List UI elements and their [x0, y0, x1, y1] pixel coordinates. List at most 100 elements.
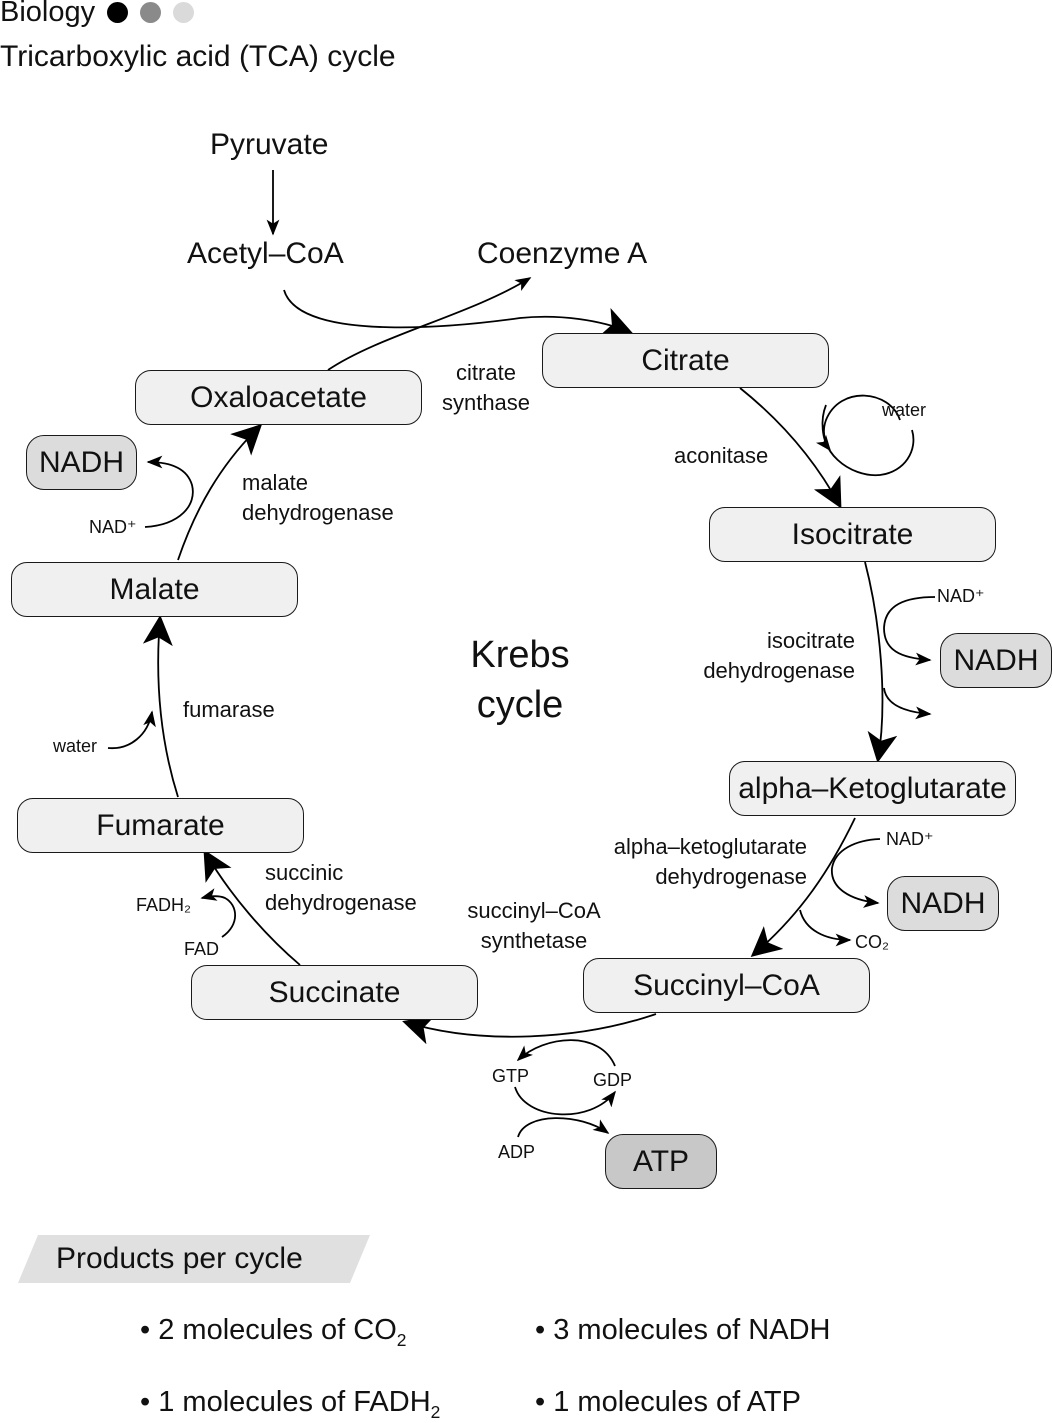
- enzyme-line: isocitrate: [766, 628, 855, 653]
- enzyme-line: citrate: [456, 360, 516, 385]
- product-item: • 3 molecules of NADH: [535, 1314, 831, 1346]
- enzyme-line: dehydrogenase: [265, 890, 417, 915]
- node-malate: Malate: [11, 562, 298, 617]
- enzyme-fumarase: fumarase: [183, 697, 275, 722]
- enzyme-line: dehydrogenase: [655, 864, 807, 889]
- enzyme-aconitase: aconitase: [674, 443, 769, 468]
- node-fumarate: Fumarate: [17, 798, 304, 853]
- nadh-label: NADH: [953, 643, 1039, 677]
- node-alpha-ketoglutarate: alpha–Ketoglutarate: [729, 761, 1016, 816]
- enzyme-line: succinyl–CoA: [467, 898, 601, 923]
- center-label-line1: Krebs: [470, 634, 570, 676]
- product-count: 1: [158, 1386, 175, 1418]
- arrow-akg-to-succinyl-coa: [750, 817, 856, 957]
- node-malate-label: Malate: [109, 572, 200, 606]
- arrow-gdp-to-gtp: [516, 1039, 616, 1067]
- coenzyme-a-label: Coenzyme A: [477, 237, 648, 270]
- nadh-label: NADH: [38, 445, 124, 479]
- node-succinate-label: Succinate: [268, 975, 401, 1009]
- arrow-isocitrate-to-akg: [864, 561, 898, 763]
- product-molecule: ATP: [746, 1386, 801, 1418]
- center-label-line2: cycle: [476, 684, 564, 726]
- enzyme-succinic-dehydrogenase: succinic dehydrogenase: [265, 858, 417, 918]
- product-molecule: CO: [353, 1314, 397, 1346]
- cofactor-fadh2: FADH₂: [136, 895, 191, 915]
- enzyme-line: dehydrogenase: [703, 658, 855, 683]
- product-molecule: FADH: [353, 1386, 431, 1418]
- atp-label: ATP: [632, 1144, 690, 1178]
- cofactor-fad: FAD: [184, 939, 220, 959]
- node-oxaloacetate: Oxaloacetate: [135, 370, 422, 425]
- node-fumarate-label: Fumarate: [96, 808, 225, 842]
- arrow-citrate-to-isocitrate: [739, 387, 842, 509]
- product-atp: ATP: [605, 1134, 717, 1189]
- product-count: 3: [553, 1314, 570, 1346]
- product-subscript: 2: [430, 1401, 441, 1422]
- level-dot-filled-icon: [107, 1, 129, 23]
- node-succinyl-coa-label: Succinyl–CoA: [633, 968, 820, 1002]
- arrow-succinate-to-fumarate: [203, 849, 301, 966]
- node-isocitrate: Isocitrate: [709, 507, 996, 562]
- product-text: molecules of: [182, 1386, 346, 1418]
- arrow-akg-co2: [799, 909, 852, 947]
- arrow-water-loop: [823, 394, 915, 476]
- enzyme-malate-dehydrogenase: malate dehydrogenase: [242, 468, 394, 528]
- level-dot-light-icon: [173, 1, 195, 23]
- arrow-succinyl-coa-to-succinate: [402, 1013, 657, 1045]
- arrow-nad-to-nadh-isocitrate: [883, 596, 936, 666]
- product-item: • 1 molecules of ATP: [535, 1386, 801, 1418]
- enzyme-citrate-synthase: citrate synthase: [436, 358, 536, 418]
- subject-header: Biology: [0, 0, 195, 30]
- arrow-acetyl-coa-to-citrate: [283, 289, 633, 336]
- page-title: Tricarboxylic acid (TCA) cycle: [0, 40, 396, 73]
- product-nadh-malate: NADH: [26, 435, 137, 490]
- arrow-isocitrate-co2: [883, 687, 932, 720]
- arrow-adp-to-atp: [517, 1117, 610, 1138]
- node-succinyl-coa: Succinyl–CoA: [583, 958, 870, 1013]
- node-succinate: Succinate: [191, 965, 478, 1020]
- products-banner: [18, 1235, 370, 1283]
- product-text: molecules of: [182, 1314, 346, 1346]
- enzyme-succinyl-coa-synthetase: succinyl–CoA synthetase: [455, 896, 613, 956]
- cofactor-gdp: GDP: [593, 1070, 633, 1090]
- enzyme-isocitrate-dehydrogenase: isocitrate dehydrogenase: [680, 626, 855, 686]
- enzyme-line: synthase: [441, 390, 531, 415]
- node-oxaloacetate-label: Oxaloacetate: [190, 380, 367, 414]
- node-citrate: Citrate: [542, 333, 829, 388]
- product-item: • 1 molecules of FADH2: [140, 1386, 441, 1422]
- arrow-oxaloacetate-to-coenzyme-a: [327, 277, 532, 371]
- arrow-fad-to-fadh2: [200, 888, 237, 938]
- cofactor-co2-akg: CO₂: [855, 932, 889, 952]
- cofactor-gtp: GTP: [492, 1066, 530, 1086]
- products-title: Products per cycle: [56, 1242, 303, 1275]
- node-isocitrate-label: Isocitrate: [791, 517, 914, 551]
- arrow-fumarate-to-malate: [142, 615, 179, 798]
- product-text: molecules of: [577, 1314, 741, 1346]
- node-akg-label: alpha–Ketoglutarate: [738, 771, 1007, 805]
- product-count: 1: [553, 1386, 570, 1418]
- cofactor-nad-akg: NAD⁺: [886, 829, 934, 849]
- cofactor-nad-malate: NAD⁺: [89, 517, 137, 537]
- pyruvate-label: Pyruvate: [210, 128, 329, 161]
- cofactor-water-fumarase: water: [53, 736, 98, 756]
- enzyme-line: alpha–ketoglutarate: [613, 834, 807, 859]
- arrow-water-fumarase: [107, 710, 156, 749]
- enzyme-akg-dehydrogenase: alpha–ketoglutarate dehydrogenase: [585, 832, 807, 892]
- arrow-nad-to-nadh-akg: [831, 838, 881, 908]
- product-count: 2: [158, 1314, 175, 1346]
- cofactor-water-aconitase: water: [882, 400, 927, 420]
- product-nadh-isocitrate: NADH: [940, 633, 1052, 688]
- nadh-label: NADH: [900, 886, 986, 920]
- cofactor-nad-isocitrate: NAD⁺: [937, 586, 985, 606]
- arrow-gtp-to-gdp: [514, 1086, 616, 1116]
- node-citrate-label: Citrate: [641, 343, 730, 377]
- enzyme-line: synthetase: [480, 928, 588, 953]
- center-label: Krebs cycle: [440, 630, 600, 730]
- product-text: molecules of: [577, 1386, 741, 1418]
- enzyme-line: succinic: [265, 860, 344, 885]
- enzyme-line: dehydrogenase: [242, 500, 394, 525]
- product-molecule: NADH: [748, 1314, 831, 1346]
- product-item: • 2 molecules of CO2: [140, 1314, 407, 1350]
- level-dot-medium-icon: [140, 1, 162, 23]
